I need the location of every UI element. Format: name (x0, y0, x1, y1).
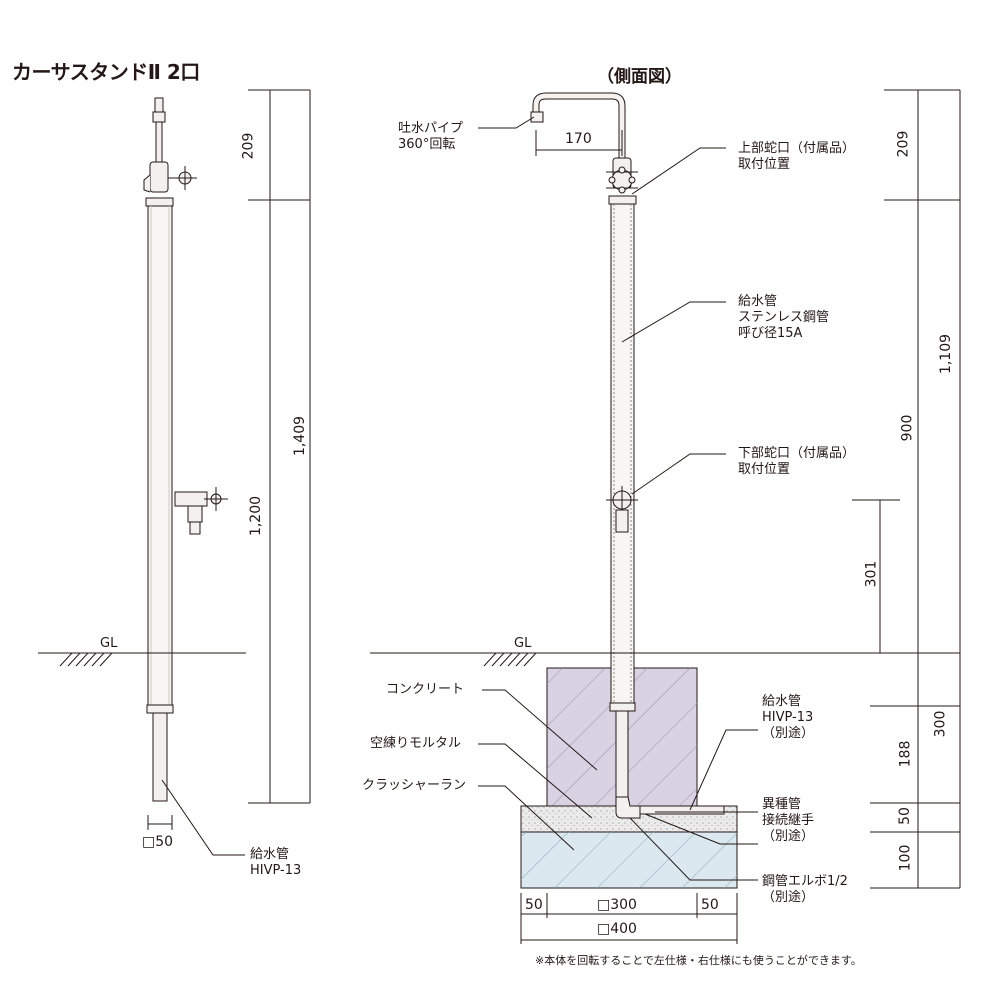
mortar-label: 空練りモルタル (370, 736, 462, 751)
front-dimension-lines (248, 89, 311, 804)
bottom-outer-width: □400 (597, 921, 637, 937)
front-dim-pipe: 1,200 (248, 495, 265, 537)
side-ground-hatch (483, 652, 537, 667)
front-dim-top: 209 (240, 132, 257, 160)
side-gl-label: GL (514, 636, 532, 651)
product-title: カーサスタンドⅡ 2口 (12, 60, 200, 84)
side-dim-top: 209 (895, 130, 912, 158)
joint-label: 異種管 接続継手 （別途） (762, 797, 815, 844)
front-ground-hatch (59, 652, 113, 667)
side-dim-below-gl: 300 (932, 710, 949, 738)
side-dimension-lines (848, 89, 961, 889)
spout-reach-dim: 170 (565, 131, 592, 147)
side-view (370, 92, 880, 944)
front-gl-label: GL (100, 636, 118, 651)
front-dim-width: □50 (142, 834, 174, 850)
spout-label: 吐水パイプ 360°回転 (398, 121, 464, 152)
crusher-run-label: クラッシャーラン (362, 778, 467, 793)
side-dim-lower-height: 301 (863, 560, 880, 588)
front-supply-pipe-label: 給水管 HIVP-13 (250, 847, 302, 878)
side-dim-upper-to-lower: 900 (899, 414, 916, 442)
upper-faucet-label: 上部蛇口（付属品） 取付位置 (738, 141, 856, 172)
bottom-margin-right: 50 (701, 897, 719, 913)
side-dim-mortar-depth: 50 (896, 807, 913, 825)
front-view (38, 97, 246, 856)
hivp-label: 給水管 HIVP-13 （別途） (762, 694, 815, 741)
side-dim-crusher-depth: 100 (897, 844, 914, 872)
elbow-label: 鋼管エルボ1/2 （別途） (762, 874, 848, 905)
side-view-title: （側面図） (597, 67, 682, 87)
lower-faucet-label: 下部蛇口（付属品） 取付位置 (738, 446, 856, 477)
side-dim-total-above: 1,109 (938, 333, 955, 375)
supply-pipe-label: 給水管 ステンレス鋼管 呼び径15A (738, 294, 830, 341)
bottom-inner-width: □300 (597, 897, 637, 913)
footnote: ※本体を回転することで左仕様・右仕様にも使うことができます。 (535, 954, 862, 967)
front-dim-total: 1,409 (292, 415, 309, 457)
concrete-label: コンクリート (386, 682, 465, 697)
side-dim-concrete-depth: 188 (897, 740, 914, 768)
bottom-margin-left: 50 (525, 897, 543, 913)
